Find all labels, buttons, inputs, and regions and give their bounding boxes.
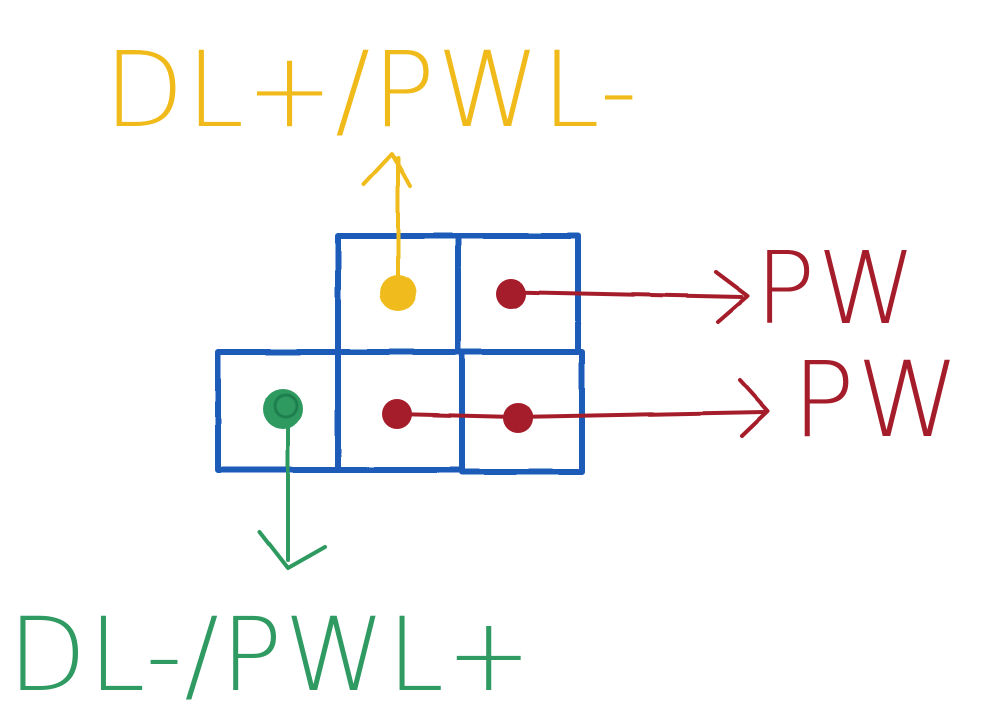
bottom-label: DL-/PWL+ bbox=[8, 596, 533, 709]
green-annotation bbox=[258, 389, 327, 570]
red-upper-annotation bbox=[496, 270, 750, 324]
red-upper-dot bbox=[496, 279, 526, 309]
red-lower-annotation bbox=[382, 378, 770, 438]
yellow-dot bbox=[380, 275, 416, 311]
green-arrow-head bbox=[258, 530, 327, 570]
red-lower-dot-left bbox=[382, 399, 412, 429]
red-upper-arrow-head bbox=[714, 270, 750, 324]
right-lower-label: PW bbox=[792, 339, 962, 461]
grid bbox=[215, 233, 585, 475]
right-upper-label: PW bbox=[755, 230, 918, 347]
red-upper-arrow-line bbox=[510, 290, 744, 299]
green-dot-inner-stroke bbox=[273, 393, 299, 419]
yellow-arrow-head bbox=[362, 152, 412, 188]
top-label: DL+/PWL- bbox=[104, 29, 639, 151]
red-lower-arrow-head bbox=[738, 378, 770, 438]
red-lower-dot-right bbox=[503, 403, 533, 433]
yellow-annotation bbox=[362, 152, 416, 311]
grid-cell-bottom-right bbox=[459, 349, 585, 475]
